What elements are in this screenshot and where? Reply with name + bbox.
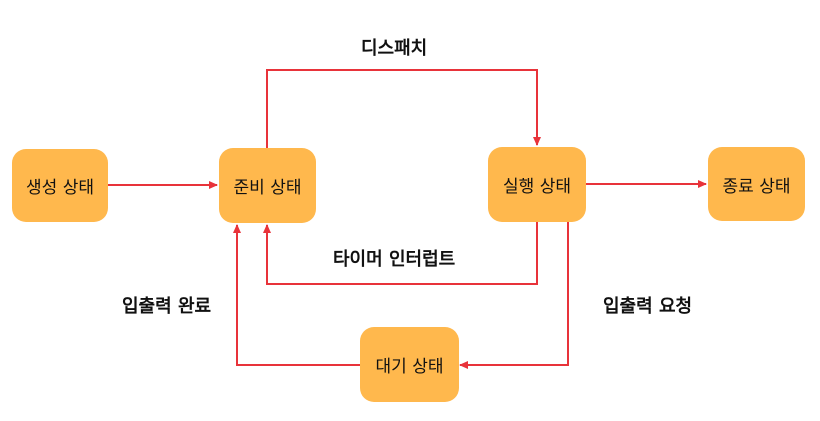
arrow-io-request xyxy=(459,222,569,369)
label-io-complete: 입출력 완료 xyxy=(122,296,212,317)
state-created-label: 생성 상태 xyxy=(26,178,94,198)
arrow-timer-interrupt xyxy=(263,222,538,285)
state-ready: 준비 상태 xyxy=(219,148,316,223)
state-waiting: 대기 상태 xyxy=(360,327,459,402)
state-running-label: 실행 상태 xyxy=(503,177,571,197)
label-timer-interrupt: 타이머 인터럽트 xyxy=(333,249,456,270)
state-created: 생성 상태 xyxy=(12,149,108,222)
state-running: 실행 상태 xyxy=(488,147,586,222)
arrow-dispatch xyxy=(266,69,541,148)
label-dispatch: 디스패치 xyxy=(361,38,428,59)
arrow-io-complete xyxy=(233,224,360,366)
state-terminated: 종료 상태 xyxy=(708,147,805,221)
state-terminated-label: 종료 상태 xyxy=(722,176,791,197)
state-ready-label: 준비 상태 xyxy=(233,178,302,198)
state-waiting-label: 대기 상태 xyxy=(375,357,444,377)
label-io-request: 입출력 요청 xyxy=(603,296,693,317)
